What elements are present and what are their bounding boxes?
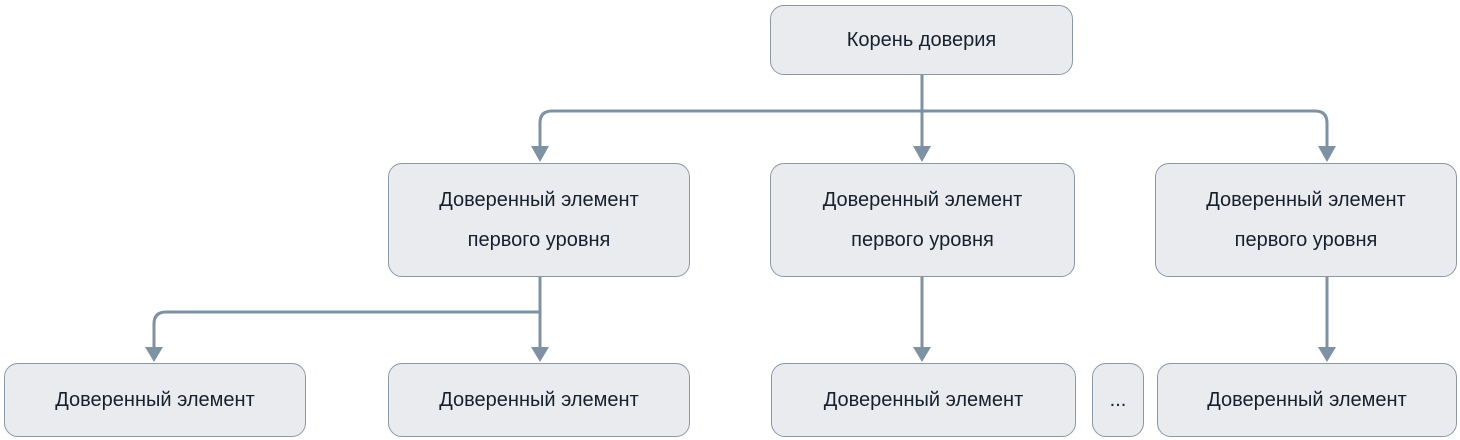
- node-label-line1: Доверенный элемент: [439, 189, 639, 211]
- node-label-line1: Доверенный элемент: [822, 189, 1023, 211]
- arrowhead-l1b: [913, 146, 931, 162]
- arrowhead-l2b: [531, 347, 549, 362]
- node-label-line2: первого уровня: [851, 229, 994, 251]
- node-label: Корень доверия: [846, 29, 997, 51]
- edge-root-bus: [538, 109, 1329, 148]
- node-label: Доверенный элемент: [55, 389, 255, 411]
- arrowhead-l1c: [1318, 146, 1336, 162]
- arrowhead-l2c: [913, 347, 931, 362]
- node-level1-trusted-element-1: Доверенный элемент первого уровня: [388, 163, 690, 277]
- node-label: ...: [1109, 389, 1127, 411]
- node-label: Доверенный элемент: [1207, 389, 1407, 411]
- node-level1-trusted-element-3: Доверенный элемент первого уровня: [1155, 163, 1457, 277]
- node-level2-trusted-element-1: Доверенный элемент: [4, 363, 306, 437]
- arrowhead-l1a: [531, 146, 549, 162]
- node-level2-trusted-element-3: Доверенный элемент: [771, 363, 1076, 437]
- arrowhead-l2a: [145, 347, 163, 362]
- node-level2-trusted-element-4: Доверенный элемент: [1157, 363, 1457, 437]
- arrowhead-l2d: [1318, 347, 1336, 362]
- node-label-line1: Доверенный элемент: [1206, 189, 1406, 211]
- node-root-of-trust: Корень доверия: [770, 5, 1073, 75]
- node-label-line2: первого уровня: [1234, 229, 1378, 251]
- node-ellipsis: ...: [1092, 363, 1144, 437]
- node-label: Доверенный элемент: [823, 389, 1024, 411]
- node-label: Доверенный элемент: [439, 389, 639, 411]
- node-level1-trusted-element-2: Доверенный элемент первого уровня: [770, 163, 1075, 277]
- node-level2-trusted-element-2: Доверенный элемент: [388, 363, 690, 437]
- edge-l1a-branch-left: [152, 310, 540, 348]
- node-label-line2: первого уровня: [467, 229, 611, 251]
